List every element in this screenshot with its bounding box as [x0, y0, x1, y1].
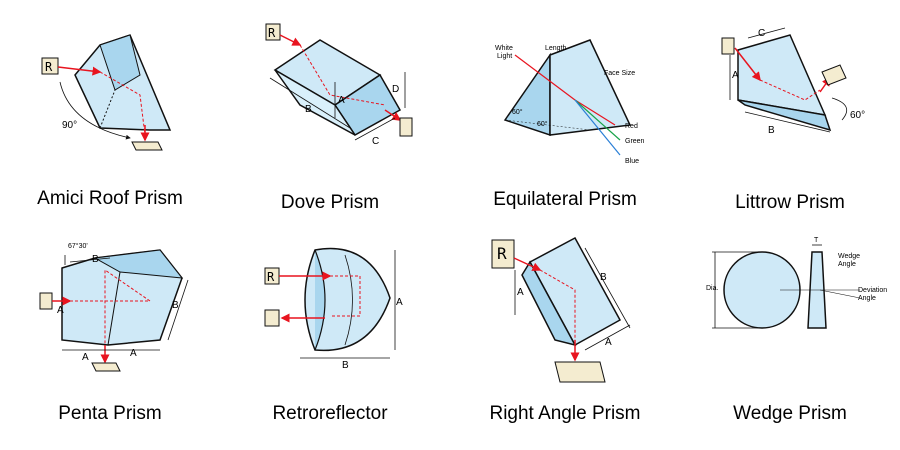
penta-b2-label: B [172, 300, 179, 311]
wedge-dia-label: Dia. [706, 285, 719, 292]
penta-output-tag [91, 362, 121, 372]
eq-blue-label: Blue [625, 158, 639, 165]
littrow-a-label: A [732, 70, 739, 81]
svg-text:R: R [497, 244, 507, 263]
caption-penta: Penta Prism [58, 403, 162, 424]
penta-angle-label: 67°30' [68, 242, 88, 250]
penta-a1-label: A [57, 305, 64, 316]
caption-right-angle: Right Angle Prism [489, 403, 641, 424]
amici-roof-prism-diagram: R 90° [41, 34, 172, 151]
littrow-angle-label: 60° [850, 110, 865, 121]
eq-angle-2: 60° [537, 120, 548, 128]
white-light-label-2: Light [497, 53, 512, 60]
dove-b-label: B [305, 104, 312, 115]
wedge-deviation-label-2: Angle [858, 295, 876, 302]
penta-input-tag [39, 292, 53, 310]
dove-a-label: A [338, 95, 345, 106]
caption-retro: Retroreflector [272, 403, 388, 424]
dove-output-tag [399, 117, 413, 137]
caption-wedge: Wedge Prism [733, 403, 847, 424]
dove-prism-diagram: R B A D C [265, 23, 413, 147]
eq-length-label: Length [545, 45, 567, 52]
caption-littrow: Littrow Prism [735, 192, 845, 213]
eq-face-size-label: Face Size [604, 70, 635, 77]
eq-angle-1: 60° [512, 108, 523, 116]
ra-output-tag [554, 361, 606, 383]
wedge-deviation-label: Deviation [858, 287, 887, 294]
ra-input-tag: R [491, 239, 515, 269]
wedge-t-label: T [814, 237, 819, 244]
caption-amici: Amici Roof Prism [37, 188, 183, 209]
retroreflector-diagram: R A B [264, 247, 403, 371]
penta-b1-label: B [92, 254, 99, 265]
ra-b-label: B [600, 272, 607, 283]
caption-dove: Dove Prism [280, 192, 380, 213]
wedge-angle-label-2: Angle [838, 261, 856, 268]
dove-input-tag: R [265, 23, 281, 41]
amici-input-tag: R [41, 57, 59, 75]
eq-red-label: Red [625, 123, 638, 130]
wedge-angle-label: Wedge [838, 253, 860, 260]
littrow-c-label: C [758, 28, 765, 39]
right-angle-prism-diagram: R A B A [491, 236, 631, 383]
littrow-prism-diagram: C A B 60° [721, 27, 865, 136]
littrow-input-tag [721, 37, 735, 55]
caption-equilateral: Equilateral Prism [493, 189, 637, 210]
amici-angle-label: 90° [62, 120, 77, 131]
dove-c-label: C [372, 136, 379, 147]
svg-text:R: R [267, 270, 275, 284]
retro-input-tag: R [264, 267, 280, 285]
eq-green-label: Green [625, 138, 645, 145]
retro-b-label: B [342, 360, 349, 371]
littrow-output-tag [821, 64, 847, 86]
penta-prism-diagram: 67°30' B A A A B [39, 242, 189, 372]
littrow-b-label: B [768, 125, 775, 136]
retro-output-tag [264, 309, 280, 327]
ra-a2-label: A [605, 337, 612, 348]
equilateral-prism-diagram: White Light Length Face Size 60° 60° Red… [495, 39, 645, 165]
retro-a-label: A [396, 297, 403, 308]
svg-text:R: R [268, 26, 276, 40]
penta-a2-label: A [82, 352, 89, 363]
penta-a3-label: A [130, 348, 137, 359]
amici-output-tag [131, 141, 163, 151]
r-letter: R [45, 60, 53, 74]
white-light-label: White [495, 45, 513, 52]
wedge-prism-diagram: Dia. T Wedge Angle Deviation Angle [706, 237, 887, 329]
ra-a1-label: A [517, 287, 524, 298]
dove-d-label: D [392, 84, 399, 95]
